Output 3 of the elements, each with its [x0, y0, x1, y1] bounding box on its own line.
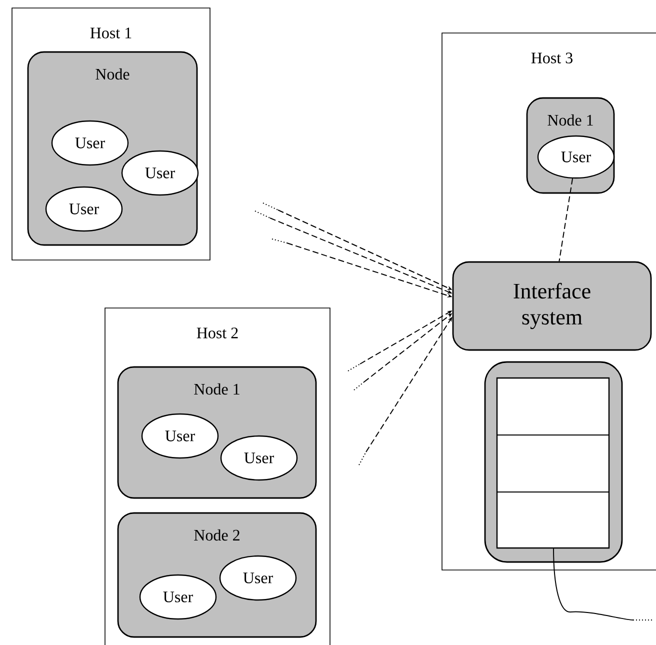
cable-line	[553, 547, 652, 620]
interface-box: Interface system	[452, 261, 652, 351]
storage-box	[484, 361, 623, 563]
